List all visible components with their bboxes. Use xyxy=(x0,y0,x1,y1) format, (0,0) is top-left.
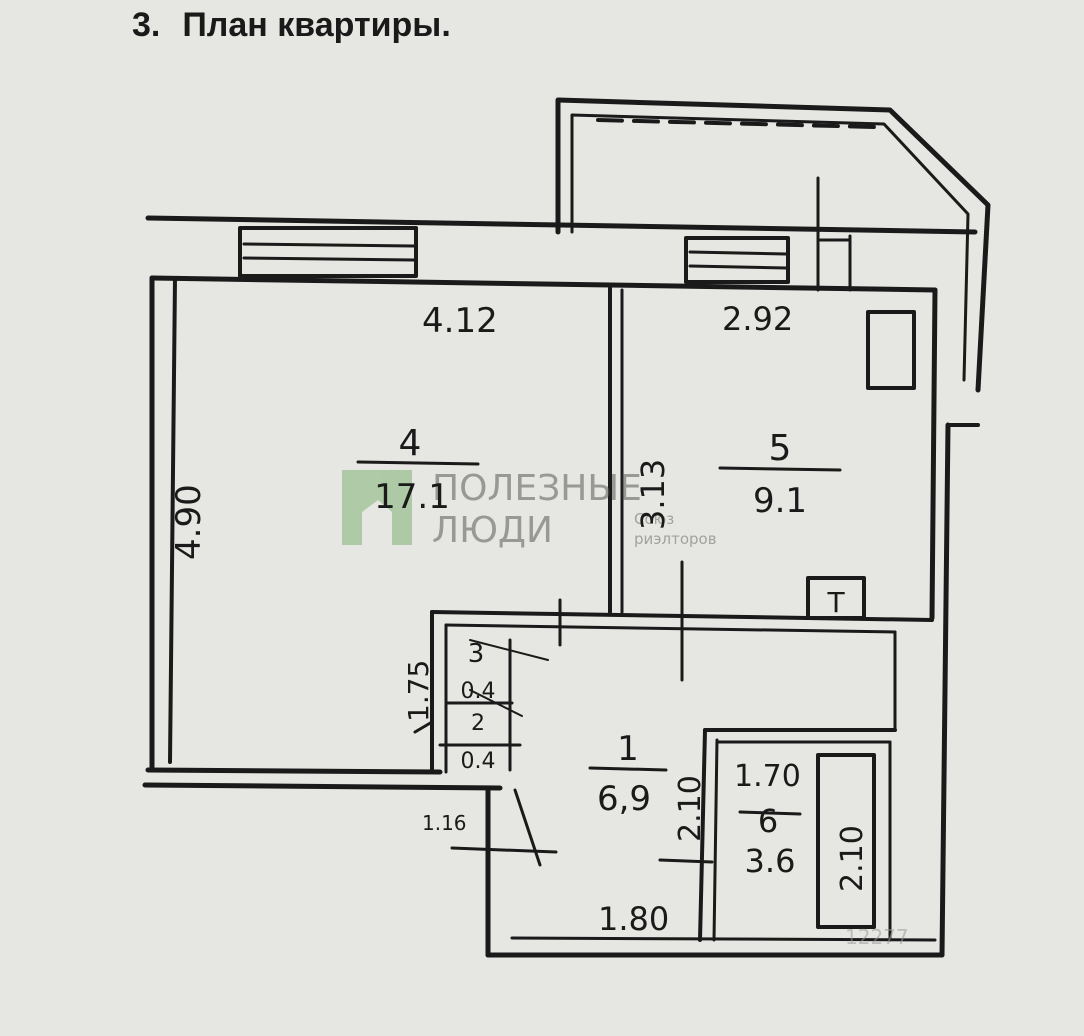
kitchen-room-number: 5 xyxy=(769,428,792,469)
stove-label: Т xyxy=(826,586,845,619)
corridor-depth-label: 1.75 xyxy=(402,660,435,722)
hall-room-area: 6,9 xyxy=(597,779,651,819)
watermark-line1: ПОЛЕЗНЫЕ xyxy=(432,468,642,509)
window-living xyxy=(238,226,418,278)
watermark-sub1: Союз xyxy=(634,510,674,528)
dimension-lines xyxy=(413,720,714,867)
bath-depth-label: 2.10 xyxy=(835,825,870,892)
area-fraction-lines xyxy=(356,460,842,816)
storage1-area: 0.4 xyxy=(461,679,496,704)
outer-wall xyxy=(142,215,980,958)
bath-walls xyxy=(698,728,897,942)
hall-depth-label: 2.10 xyxy=(673,775,708,842)
window-kitchen xyxy=(684,234,852,292)
kitchen-room-area: 9.1 xyxy=(753,481,807,521)
storage2-number: 2 xyxy=(471,711,485,736)
storage1-number: 3 xyxy=(468,639,485,669)
watermark-corner: 12277 xyxy=(845,925,909,949)
stove-fixture xyxy=(806,576,866,620)
balcony xyxy=(555,97,991,393)
kitchen-vent-shaft xyxy=(866,310,916,390)
living-width-label: 4.12 xyxy=(422,301,498,341)
kitchen-depth-label: 3.13 xyxy=(634,459,672,530)
kitchen-width-label: 2.92 xyxy=(722,300,793,338)
watermark: ПОЛЕЗНЫЕ ЛЮДИ Союз риэлторов 12277 xyxy=(342,468,909,949)
hall-width-label: 1.80 xyxy=(598,900,669,938)
kitchen-lower-wall xyxy=(430,560,934,732)
partition-living-kitchen xyxy=(608,286,624,614)
heading-number: 3. xyxy=(132,6,161,44)
watermark-logo-icon xyxy=(342,470,412,545)
bathtub-fixture xyxy=(816,753,876,929)
bath-width-label: 1.70 xyxy=(734,759,801,794)
storage2-area: 0.4 xyxy=(461,749,496,774)
plan-heading: 3. План квартиры. xyxy=(132,6,451,45)
living-depth-label: 4.90 xyxy=(169,484,209,560)
hall-room-number: 1 xyxy=(617,729,639,769)
bath-room-number: 6 xyxy=(758,802,778,840)
storage-closets xyxy=(430,610,549,774)
bath-room-area: 3.6 xyxy=(745,842,796,880)
watermark-line2: ЛЮДИ xyxy=(432,510,553,551)
heading-title: План квартиры. xyxy=(182,6,451,44)
door-width-label: 1.16 xyxy=(422,811,467,835)
watermark-sub2: риэлторов xyxy=(634,530,717,548)
living-room-area: 17.1 xyxy=(374,477,450,517)
living-room-number: 4 xyxy=(399,423,422,464)
